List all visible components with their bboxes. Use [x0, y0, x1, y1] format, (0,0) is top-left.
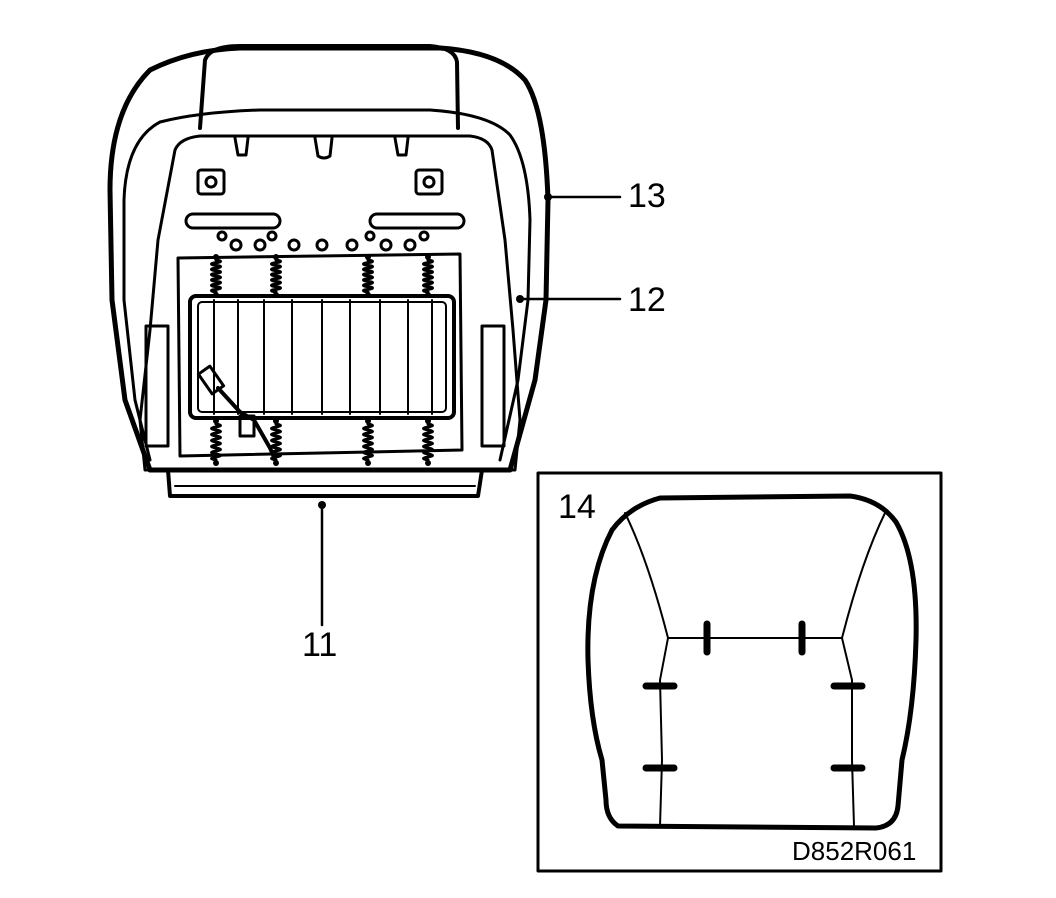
coil-spring	[422, 422, 434, 462]
callout-label-13: 13	[628, 177, 666, 215]
sensor-cable	[196, 364, 278, 464]
side-bracket-right	[480, 324, 506, 448]
frame-slot-right	[368, 212, 466, 230]
spring-end	[213, 254, 219, 260]
callout-11: 11	[302, 501, 337, 664]
front-bar	[166, 468, 484, 498]
callout-12: 12	[516, 281, 666, 319]
coil-spring	[362, 258, 374, 294]
callout-label-12: 12	[628, 281, 666, 319]
cover-seam-right	[841, 512, 886, 827]
coil-springs	[210, 254, 434, 466]
top-pad	[198, 44, 460, 130]
coil-spring	[362, 422, 374, 462]
cushion-inner-contour	[122, 108, 532, 462]
spring-end	[425, 460, 431, 466]
mount-bracket-right	[414, 168, 444, 196]
mount-hole	[204, 175, 218, 189]
pan-hook	[233, 136, 250, 157]
coil-spring	[210, 422, 222, 462]
cover-seam-left	[624, 512, 669, 827]
spring-end	[273, 254, 279, 260]
seat-cushion-frame	[107, 44, 551, 498]
spring-end	[273, 292, 279, 298]
coil-spring	[210, 258, 222, 294]
drawing-code: D852R061	[792, 836, 916, 866]
side-bracket-left	[144, 324, 170, 448]
spring-end	[365, 292, 371, 298]
inset-cover-detail: 14 D852R061	[536, 471, 943, 873]
mount-hole	[422, 175, 436, 189]
callout-label-14: 14	[558, 488, 596, 526]
callout-label-11: 11	[302, 626, 337, 664]
spring-end	[213, 292, 219, 298]
spring-end	[425, 292, 431, 298]
cover-clips	[642, 620, 866, 772]
spring-end	[213, 418, 219, 424]
coil-spring	[270, 258, 282, 294]
spring-end	[365, 254, 371, 260]
frame-pan	[138, 134, 522, 472]
coil-spring	[422, 258, 434, 294]
inset-frame	[536, 471, 943, 873]
cover-outline	[585, 493, 919, 831]
spring-end	[365, 460, 371, 466]
spring-end	[213, 460, 219, 466]
mount-bracket-left	[196, 168, 226, 196]
frame-holes	[216, 230, 430, 252]
spring-end	[273, 418, 279, 424]
pan-hook	[313, 136, 334, 160]
coil-spring	[270, 422, 282, 462]
frame-slot-left	[184, 212, 282, 230]
wire-loop-outer	[188, 294, 456, 420]
spring-end	[425, 418, 431, 424]
wire-grid	[213, 299, 433, 415]
callout-13: 13	[544, 177, 666, 215]
spring-end	[365, 418, 371, 424]
spring-end	[425, 254, 431, 260]
pan-hook	[393, 136, 410, 157]
